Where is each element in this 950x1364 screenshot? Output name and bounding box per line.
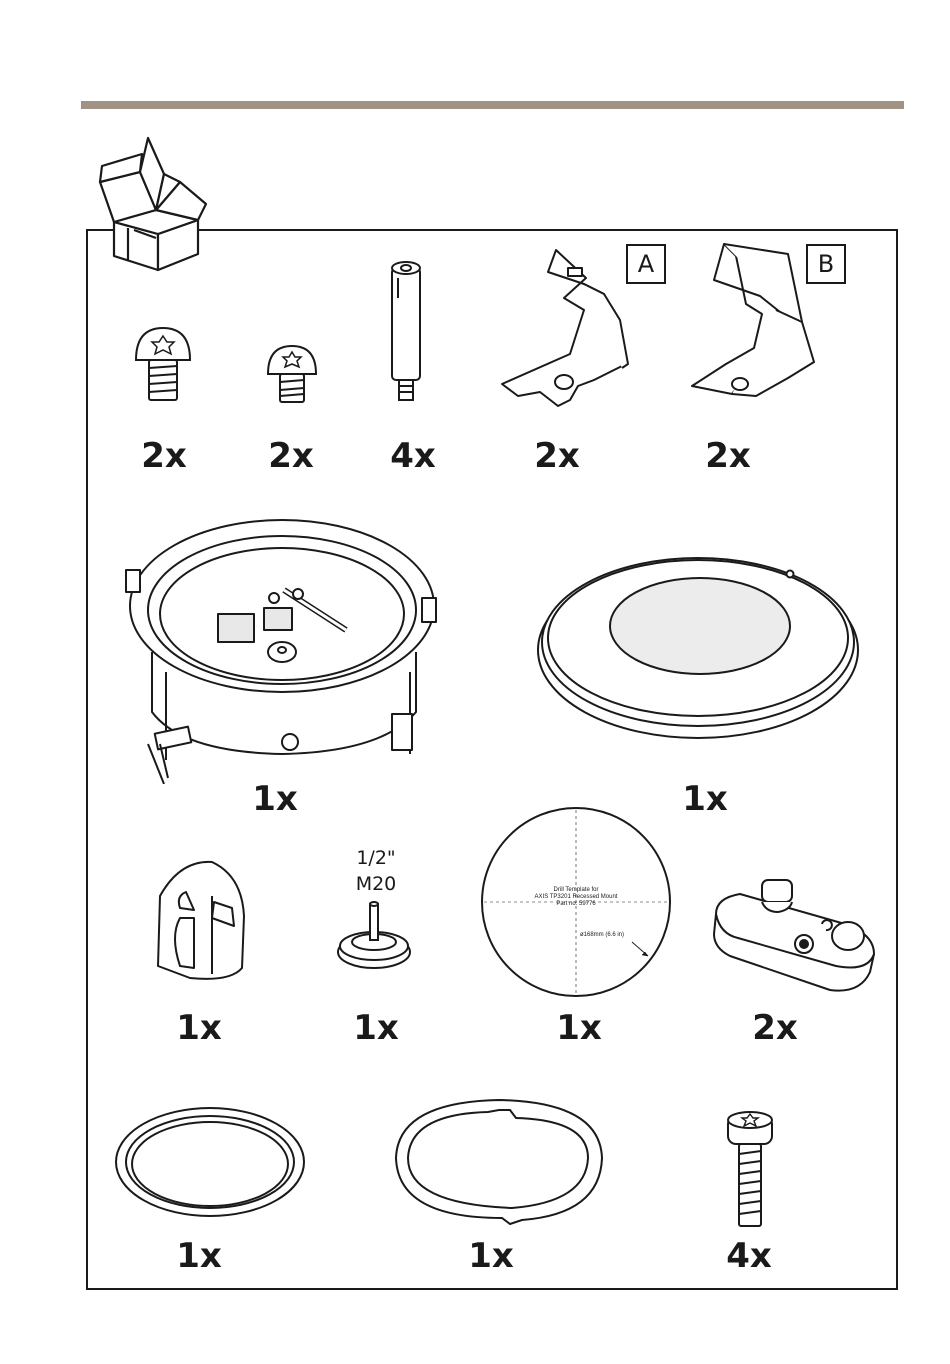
qty-cable-gland: 1x — [316, 1008, 436, 1048]
qty-clip-a: 2x — [497, 436, 617, 476]
qty-foam-block: 2x — [715, 1008, 835, 1048]
template-line-1: Drill Template for — [521, 887, 631, 894]
package-box-icon — [94, 134, 212, 272]
qty-tool-bit: 1x — [139, 1008, 259, 1048]
qty-recessed-housing: 1x — [215, 779, 335, 819]
qty-clip-b: 2x — [668, 436, 788, 476]
template-line-2: AXIS TP3201 Recessed Mount — [521, 894, 631, 901]
gland-size-inch: 1/2" — [336, 846, 416, 870]
long-screw-icon — [724, 1108, 776, 1230]
qty-small-screw: 2x — [231, 436, 351, 476]
recessed-housing-icon — [122, 502, 448, 784]
gland-size-metric: M20 — [336, 872, 416, 896]
top-rule — [81, 101, 904, 109]
template-line-3: Part no. 59776 — [521, 901, 631, 908]
notched-gasket-icon — [392, 1094, 606, 1226]
qty-notched-gasket: 1x — [431, 1236, 551, 1276]
qty-large-screw: 2x — [104, 436, 224, 476]
large-screw-icon — [130, 322, 196, 404]
tool-bit-icon — [150, 856, 250, 984]
qty-drill-template: 1x — [519, 1008, 639, 1048]
cable-gland-icon — [334, 900, 414, 972]
qty-standoff: 4x — [353, 436, 473, 476]
cover-ring-icon — [534, 546, 862, 742]
clip-b-icon — [684, 240, 824, 414]
small-screw-icon — [264, 340, 320, 406]
standoff-icon — [384, 258, 428, 406]
clip-a-label: A — [626, 244, 666, 284]
round-gasket-icon — [112, 1104, 308, 1220]
template-diameter: ø168mm (6.6 in) — [580, 932, 624, 939]
clip-a-icon — [500, 244, 640, 412]
clip-b-label: B — [806, 244, 846, 284]
foam-block-icon — [710, 872, 878, 996]
qty-long-screw: 4x — [689, 1236, 809, 1276]
qty-round-gasket: 1x — [139, 1236, 259, 1276]
